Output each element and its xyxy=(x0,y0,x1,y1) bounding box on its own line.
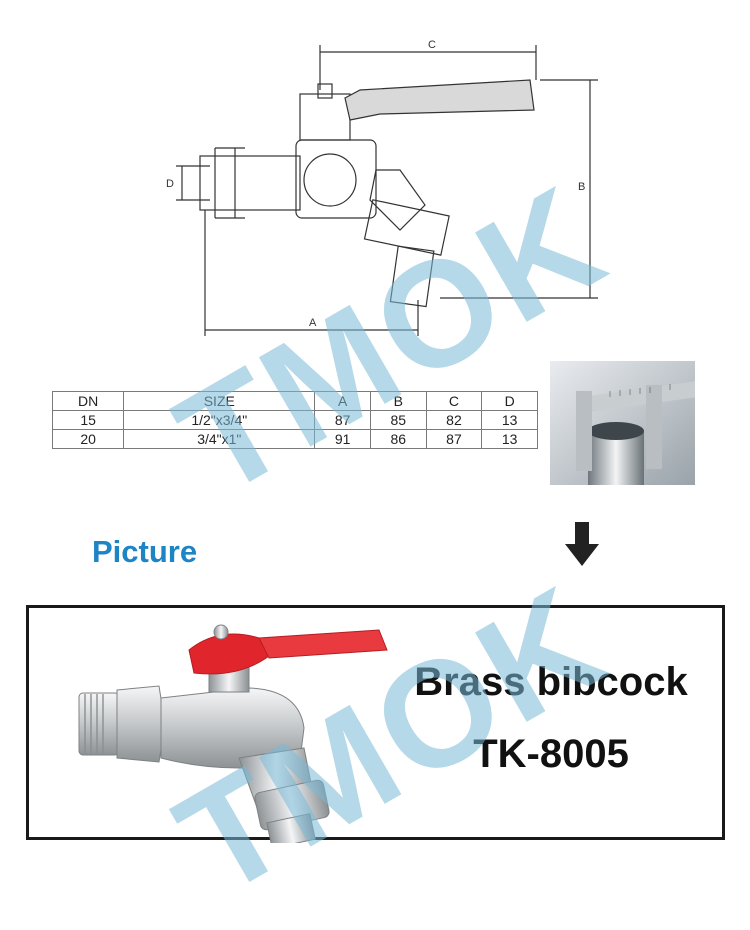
table-header: A xyxy=(314,391,371,411)
dimension-label-a: A xyxy=(309,317,317,329)
product-model: TK-8005 xyxy=(473,732,629,776)
picture-heading: Picture xyxy=(92,534,198,569)
product-box: Brass bibcock TK-8005 xyxy=(26,605,725,843)
table-cell: 87 xyxy=(425,429,483,449)
table-header: C xyxy=(425,391,483,411)
dimension-label-c: C xyxy=(428,39,436,51)
table-row: 15 1/2"x3/4" 87 85 82 13 xyxy=(51,410,538,430)
product-illustration xyxy=(78,624,388,843)
table-header-row: DN SIZE A B C D xyxy=(51,391,538,411)
table-row: 20 3/4"x1" 91 86 87 13 xyxy=(51,429,538,449)
table-cell: 20 xyxy=(51,429,125,449)
table-cell: 1/2"x3/4" xyxy=(123,410,316,430)
table-cell: 13 xyxy=(481,410,538,430)
table-header: B xyxy=(369,391,427,411)
table-cell: 82 xyxy=(425,410,483,430)
table-cell: 86 xyxy=(369,429,427,449)
table-header: D xyxy=(481,391,538,411)
table-cell: 87 xyxy=(314,410,371,430)
table-header: DN xyxy=(51,391,125,411)
dimension-label-b: B xyxy=(578,181,585,193)
technical-drawing: C B A D xyxy=(166,39,598,336)
product-name: Brass bibcock xyxy=(414,660,688,704)
spec-table: DN SIZE A B C D 15 1/2"x3/4" 87 85 82 13… xyxy=(51,391,538,449)
caliper-photo xyxy=(550,361,695,485)
table-cell: 85 xyxy=(369,410,427,430)
table-cell: 91 xyxy=(314,429,371,449)
table-cell: 3/4"x1" xyxy=(123,429,316,449)
down-arrow-icon xyxy=(565,522,599,566)
table-cell: 13 xyxy=(481,429,538,449)
dimension-label-d: D xyxy=(166,178,174,190)
table-cell: 15 xyxy=(51,410,125,430)
table-header: SIZE xyxy=(123,391,316,411)
